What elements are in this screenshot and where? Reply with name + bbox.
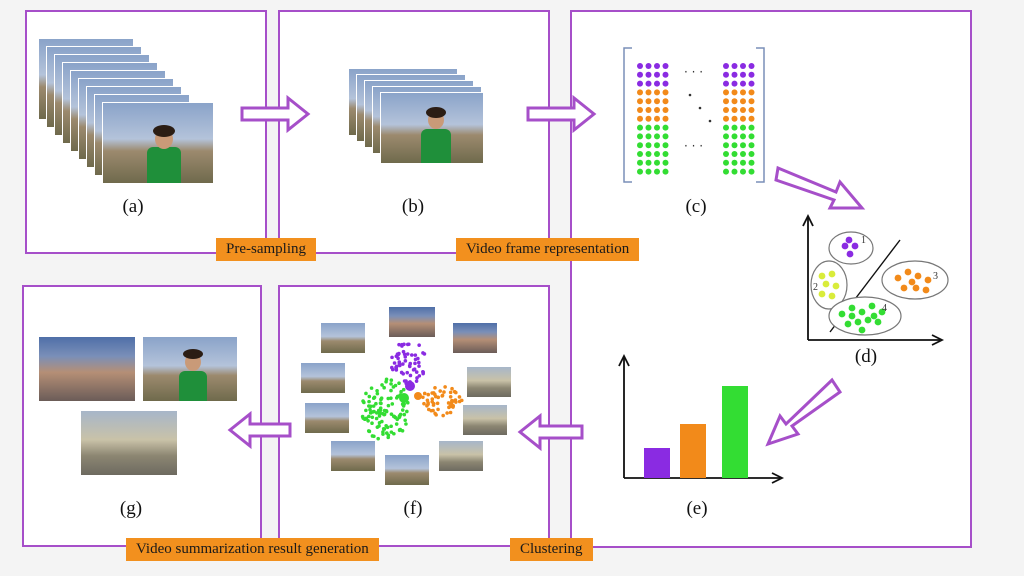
matrix-ellipsis-bottom: · · · bbox=[684, 139, 703, 153]
matrix-ellipsis-top: · · · bbox=[684, 65, 703, 79]
sampled-frame-front bbox=[380, 92, 484, 164]
arrow-a-to-b bbox=[240, 94, 311, 134]
caption-g: (g) bbox=[119, 498, 143, 519]
caption-e: (e) bbox=[686, 498, 708, 519]
caption-b: (b) bbox=[401, 196, 425, 217]
matrix-diagonal-dots bbox=[688, 93, 712, 123]
arrow-b-to-c bbox=[526, 94, 597, 134]
tag-clustering: Clustering bbox=[510, 538, 593, 561]
tag-summarization: Video summarization result generation bbox=[126, 538, 379, 561]
cluster-label-3: 3 bbox=[933, 271, 938, 282]
summary-frame-3 bbox=[80, 410, 178, 476]
arrow-c-to-d bbox=[774, 165, 866, 210]
arrow-f-to-g bbox=[227, 410, 292, 450]
summary-frame-2 bbox=[142, 336, 238, 402]
bar-purple bbox=[644, 448, 670, 478]
tag-representation: Video frame representation bbox=[456, 238, 640, 261]
video-frame-front bbox=[102, 102, 214, 184]
cluster-points bbox=[818, 236, 932, 334]
bar-green bbox=[722, 386, 748, 478]
cluster-label-2: 2 bbox=[813, 282, 818, 293]
caption-c: (c) bbox=[685, 196, 707, 217]
cluster-ellipses bbox=[810, 231, 949, 336]
summary-frame-1 bbox=[38, 336, 136, 402]
arrow-e-to-f bbox=[517, 412, 584, 452]
caption-a: (a) bbox=[122, 196, 144, 217]
caption-f: (f) bbox=[403, 498, 423, 519]
matrix-brackets bbox=[623, 47, 765, 183]
bar-orange bbox=[680, 424, 706, 478]
cluster-label-1: 1 bbox=[861, 235, 866, 246]
arrow-d-to-e bbox=[765, 377, 843, 447]
scatter-points bbox=[360, 342, 464, 441]
tag-presampling: Pre-sampling bbox=[216, 238, 316, 261]
caption-d: (d) bbox=[854, 346, 878, 367]
matrix-dots bbox=[637, 63, 755, 175]
cluster-label-4: 4 bbox=[882, 303, 887, 314]
